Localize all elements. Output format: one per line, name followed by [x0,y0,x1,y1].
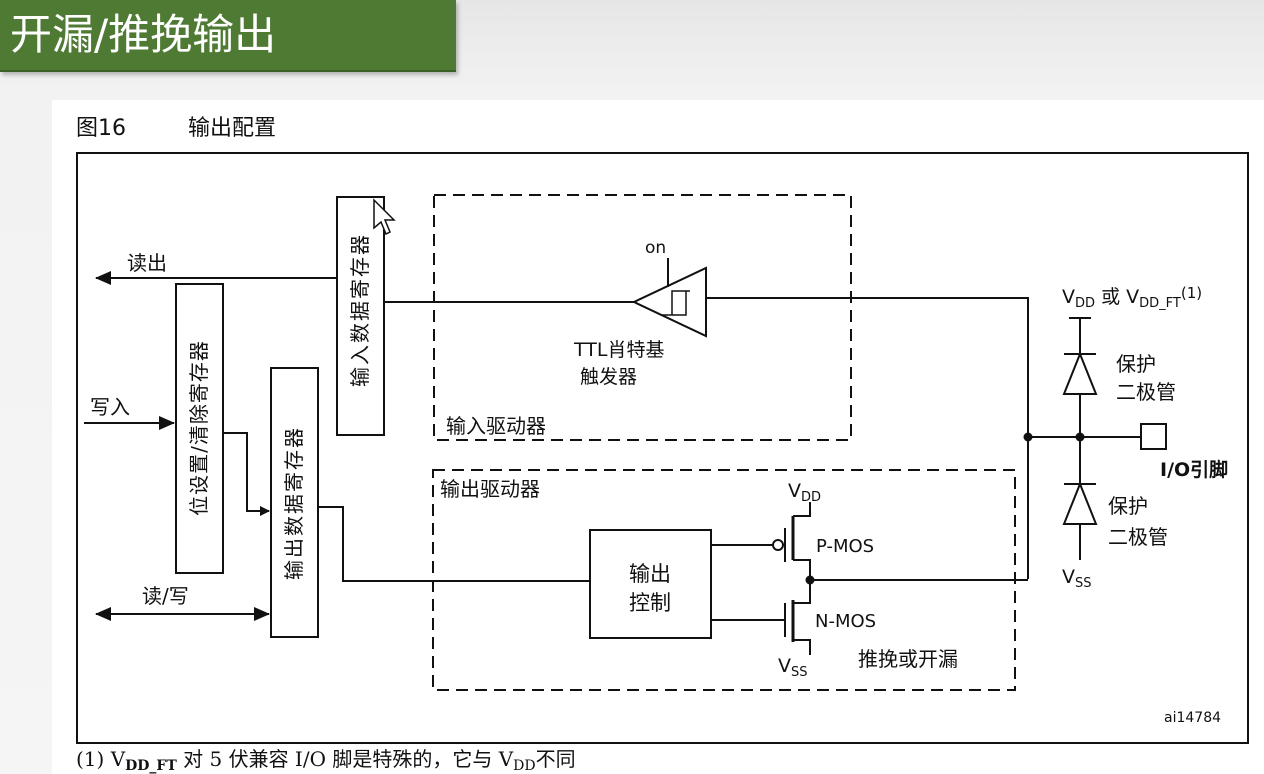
output-driver-label: 输出驱动器 [440,477,540,501]
input-driver-label: 输入驱动器 [446,414,546,438]
bit-set-clear-register [175,283,224,574]
pmos-source [793,502,811,517]
input-driver-box [433,194,852,441]
top-diode-label-line1: 保护 [1116,352,1156,376]
output-data-register [270,367,319,638]
bit-set-clear-register-label: 位设置/清除寄存器 [187,340,211,516]
schmitt-label-line2: 触发器 [580,366,637,388]
read-label: 读出 [127,251,167,275]
schmitt-on-label: on [645,238,666,258]
io-pin-label: I/O引脚 [1160,459,1228,481]
title-banner: 开漏/推挽输出 [0,0,456,72]
bottom-diode-label-line2: 二极管 [1108,525,1168,549]
top-supply-label: VDD 或 VDD_FT(1) [1062,284,1202,311]
io-pin-pad [1140,423,1167,450]
top-diode-label-line2: 二极管 [1116,380,1176,404]
bottom-supply-label: VSS [1062,566,1092,591]
nmos-source [793,639,811,655]
mouse-cursor-icon [373,198,396,236]
pin-to-schmitt-line [706,297,1029,579]
footnote: (1) VDD_FT 对 5 伏兼容 I/O 脚是特殊的，它与 VDD不同 [76,747,576,774]
input-data-register-label: 输入数据寄存器 [348,233,372,387]
figure-frame [76,152,1249,744]
output-control-line2: 控制 [629,591,671,615]
read-write-label: 读/写 [142,584,189,608]
output-control-block [589,529,712,639]
figure-caption: 输出配置 [188,116,276,141]
input-data-register [336,196,385,436]
top-diode-symbol [1062,351,1098,395]
output-data-register-label: 输出数据寄存器 [282,426,306,580]
odr-to-control-line [318,506,590,582]
output-control-line1: 输出 [629,562,671,586]
pmos-gate-bubble [772,539,784,551]
bottom-diode-symbol [1062,481,1098,525]
figure-id-code: ai14784 [1164,710,1221,726]
bottom-diode-label-line1: 保护 [1108,494,1148,518]
slide-title: 开漏/推挽输出 [10,10,277,59]
hysteresis-icon [662,290,690,316]
bsrr-to-odr-line [223,432,270,516]
nmos-label: N-MOS [815,611,876,632]
push-pull-open-drain-label: 推挽或开漏 [858,647,958,671]
pmos-label: P-MOS [816,536,874,557]
write-label: 写入 [90,395,130,419]
nmos-vss-label: VSS [778,655,808,680]
pmos-vdd-label: VDD [788,480,821,505]
schmitt-label-line1: TTL肖特基 [573,339,664,361]
figure-number: 图16 [76,116,126,141]
nmos-drain [793,580,811,604]
schmitt-trigger-symbol [631,266,707,338]
